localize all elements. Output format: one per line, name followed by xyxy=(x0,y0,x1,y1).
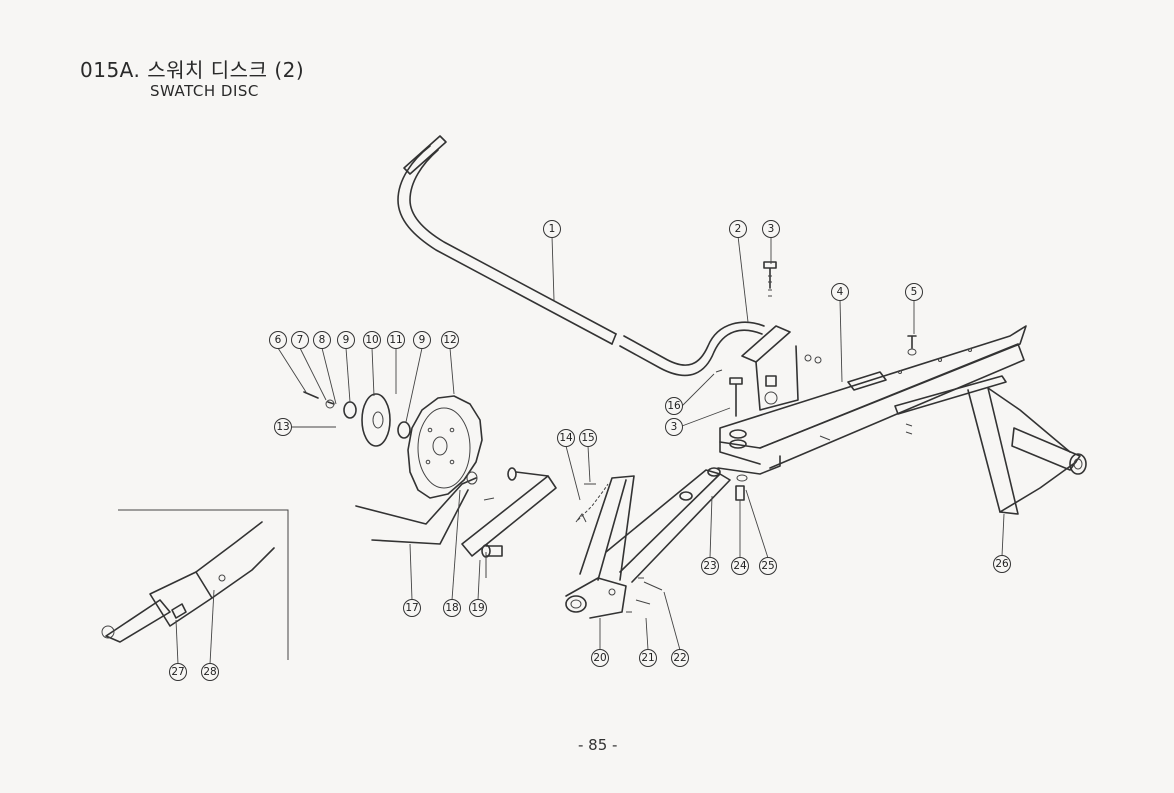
svg-text:25: 25 xyxy=(761,560,774,572)
svg-text:23: 23 xyxy=(703,560,716,572)
svg-text:13: 13 xyxy=(276,421,289,433)
callout-17: 17 xyxy=(403,599,421,617)
svg-text:6: 6 xyxy=(275,334,282,346)
svg-text:28: 28 xyxy=(203,666,216,678)
svg-text:7: 7 xyxy=(297,334,304,346)
callout-21: 21 xyxy=(639,649,657,667)
svg-text:27: 27 xyxy=(171,666,184,678)
callout-3a: 3 xyxy=(762,220,780,238)
callout-2: 2 xyxy=(729,220,747,238)
callout-11: 11 xyxy=(387,331,405,349)
page-title: 015A. 스워치 디스크 (2) xyxy=(80,58,305,82)
svg-text:26: 26 xyxy=(995,558,1009,570)
callout-1: 1 xyxy=(543,220,561,238)
svg-text:9: 9 xyxy=(343,334,350,346)
part-17-scraper xyxy=(355,477,477,545)
svg-text:20: 20 xyxy=(593,652,606,664)
svg-text:17: 17 xyxy=(405,602,418,614)
svg-text:14: 14 xyxy=(559,432,573,444)
part-12-disc xyxy=(407,395,483,499)
callout-13: 13 xyxy=(274,418,292,436)
part-1-bent-bar xyxy=(397,135,765,377)
svg-text:4: 4 xyxy=(837,286,844,298)
title-block: 015A. 스워치 디스크 (2) SWATCH DISC xyxy=(80,58,304,100)
svg-text:2: 2 xyxy=(735,223,742,235)
part-26-a-frame xyxy=(967,387,1087,515)
callout-14: 14 xyxy=(557,429,575,447)
part-18-washers xyxy=(466,471,495,501)
callout-27: 27 xyxy=(169,663,187,681)
callout-26: 26 xyxy=(993,555,1011,573)
callout-7: 7 xyxy=(291,331,309,349)
callout-22: 22 xyxy=(671,649,689,667)
svg-text:12: 12 xyxy=(443,334,456,346)
leader-lines xyxy=(175,235,1005,665)
page-subtitle: SWATCH DISC xyxy=(150,82,259,100)
callout-12: 12 xyxy=(441,331,459,349)
svg-text:18: 18 xyxy=(445,602,458,614)
inset-detail xyxy=(101,509,289,660)
svg-text:19: 19 xyxy=(471,602,484,614)
callout-25: 25 xyxy=(759,557,777,575)
svg-text:21: 21 xyxy=(641,652,654,664)
part-20-bracket-post xyxy=(565,475,635,619)
callout-5: 5 xyxy=(905,283,923,301)
svg-text:1: 1 xyxy=(549,223,556,235)
callout-16: 16 xyxy=(665,397,683,415)
svg-text:10: 10 xyxy=(365,334,378,346)
callout-20: 20 xyxy=(591,649,609,667)
callout-8: 8 xyxy=(313,331,331,349)
hardware-bolts xyxy=(584,335,917,613)
callout-28: 28 xyxy=(201,663,219,681)
callout-9a: 9 xyxy=(337,331,355,349)
part-4-main-frame xyxy=(717,325,1027,475)
callout-18: 18 xyxy=(443,599,461,617)
svg-text:22: 22 xyxy=(673,652,686,664)
callout-9b: 9 xyxy=(413,331,431,349)
part-23-hitch-arm xyxy=(605,467,731,583)
svg-text:11: 11 xyxy=(389,334,402,346)
callout-10: 10 xyxy=(363,331,381,349)
callout-19: 19 xyxy=(469,599,487,617)
callout-15: 15 xyxy=(579,429,597,447)
part-10-hub-flange xyxy=(303,391,411,447)
svg-text:3: 3 xyxy=(768,223,775,235)
svg-text:24: 24 xyxy=(733,560,747,572)
svg-text:5: 5 xyxy=(911,286,918,298)
callout-4: 4 xyxy=(831,283,849,301)
callout-3b: 3 xyxy=(665,418,683,436)
callout-6: 6 xyxy=(269,331,287,349)
svg-text:3: 3 xyxy=(671,421,678,433)
part-2-bracket xyxy=(741,261,799,411)
part-14-chain xyxy=(575,483,609,523)
callout-23: 23 xyxy=(701,557,719,575)
svg-text:15: 15 xyxy=(581,432,594,444)
svg-text:9: 9 xyxy=(419,334,426,346)
svg-text:16: 16 xyxy=(667,400,681,412)
page-number: - 85 - xyxy=(578,736,618,754)
callout-24: 24 xyxy=(731,557,749,575)
svg-text:8: 8 xyxy=(319,334,326,346)
part-19-axle-arm xyxy=(461,467,557,578)
